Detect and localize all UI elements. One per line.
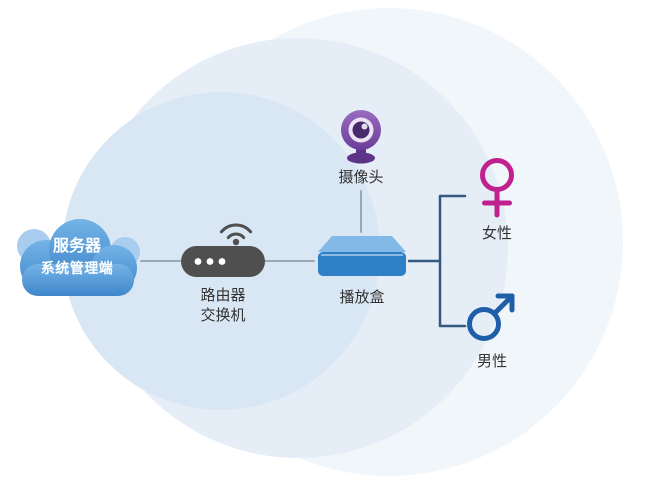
- router-label: 路由器 交换机: [158, 286, 288, 326]
- node-male: 男性: [462, 290, 522, 400]
- node-camera: 摄像头: [330, 108, 392, 194]
- cloud-icon: [17, 219, 140, 296]
- bracket-lines: [407, 194, 467, 328]
- router-icon: [181, 223, 265, 277]
- server-label-line1: 服务器: [52, 238, 101, 255]
- node-router: 路由器 交换机: [178, 196, 268, 326]
- router-leds: [194, 258, 226, 265]
- camera-lens: [352, 121, 370, 139]
- bracket: [438, 194, 467, 328]
- cloud-body: [20, 219, 137, 296]
- player-box-front: [318, 252, 406, 276]
- male-label: 男性: [476, 353, 507, 370]
- player-label: 播放盒: [339, 289, 385, 306]
- camera-label: 摄像头: [338, 169, 384, 186]
- node-player: 播放盒: [310, 228, 414, 318]
- male-icon: [467, 293, 515, 341]
- female-icon: [480, 158, 514, 218]
- server-label-line2: 系统管理端: [40, 260, 114, 276]
- node-server: 服务器 系统管理端: [6, 210, 148, 302]
- player-box-top: [318, 236, 406, 252]
- female-label: 女性: [481, 225, 512, 242]
- player-box-icon: [318, 236, 406, 276]
- server-label: 服务器 系统管理端: [6, 236, 148, 278]
- camera-base: [347, 152, 375, 164]
- camera-icon: [341, 110, 381, 164]
- camera-lens-highlight: [361, 123, 368, 130]
- router-label-line2: 交换机: [200, 307, 246, 324]
- wifi-dot: [232, 238, 240, 246]
- connector-lines: [140, 190, 362, 262]
- router-label-line1: 路由器: [200, 287, 246, 304]
- node-female: 女性: [470, 156, 524, 256]
- wifi-icon: [219, 223, 253, 240]
